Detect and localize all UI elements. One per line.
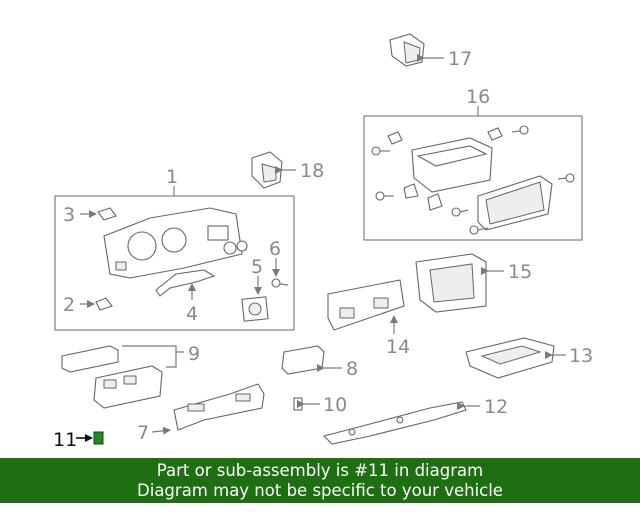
callout-5: 5 [251, 256, 263, 278]
part-10[interactable] [293, 397, 320, 411]
part-15[interactable] [415, 253, 504, 313]
group-box-16 [363, 115, 583, 241]
part-8[interactable] [281, 345, 342, 375]
part-9[interactable] [61, 345, 184, 409]
callout-8: 8 [346, 358, 358, 380]
part-7[interactable] [151, 383, 265, 435]
part-17[interactable] [389, 33, 444, 67]
callout-13: 13 [569, 345, 593, 367]
callout-16: 16 [466, 86, 490, 108]
callout-7: 7 [137, 422, 149, 444]
callout-15: 15 [508, 261, 532, 283]
group-box-1 [54, 195, 295, 331]
callout-18: 18 [300, 160, 324, 182]
part-6[interactable] [271, 258, 289, 288]
part-2[interactable] [80, 297, 113, 311]
callout-12: 12 [484, 396, 508, 418]
part-16-glove-box[interactable] [371, 125, 575, 235]
callout-1: 1 [166, 166, 178, 188]
callout-17: 17 [448, 48, 472, 70]
part-5[interactable] [241, 276, 269, 322]
part-12[interactable] [322, 401, 480, 445]
callout-6: 6 [269, 238, 281, 260]
part-4[interactable] [155, 269, 216, 300]
callout-9: 9 [188, 343, 200, 365]
callout-4: 4 [186, 303, 198, 325]
callout-10: 10 [323, 394, 347, 416]
parts-diagram: 17 16 18 1 3 [53, 33, 593, 451]
part-1-instrument-panel[interactable] [103, 207, 248, 279]
callout-14: 14 [386, 336, 410, 358]
part-11-highlighted[interactable] [93, 431, 104, 445]
info-banner: Part or sub-assembly is #11 in diagram D… [0, 458, 640, 503]
banner-line-2: Diagram may not be specific to your vehi… [137, 481, 503, 500]
part-14[interactable] [327, 279, 405, 334]
part-18[interactable] [251, 151, 296, 189]
banner-line-1: Part or sub-assembly is #11 in diagram [156, 461, 484, 480]
callout-3: 3 [63, 204, 75, 226]
callout-11: 11 [53, 429, 77, 451]
callout-2: 2 [63, 294, 75, 316]
part-3[interactable] [80, 207, 117, 221]
part-13[interactable] [465, 337, 566, 379]
